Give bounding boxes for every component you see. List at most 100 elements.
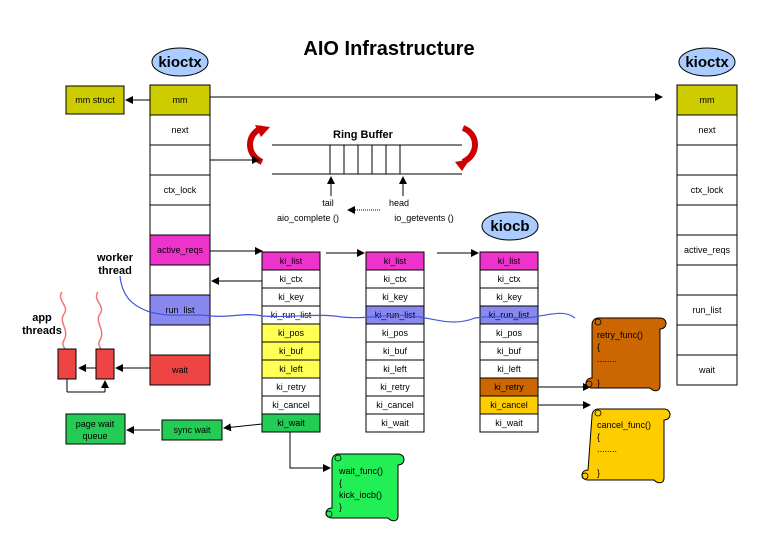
kiocb1-field-ki-run-list: ki_run_list xyxy=(271,310,312,320)
kiwait-to-waitfunc-arrow xyxy=(289,432,331,472)
ring-left-arrowhead xyxy=(255,125,270,137)
kioctx-right-cell-9 xyxy=(676,354,738,386)
kiocb3-field-ki-left: ki_left xyxy=(497,364,521,374)
kioctx-right-cell-0 xyxy=(676,84,738,116)
kiocb3-cell-9 xyxy=(479,413,539,433)
kiocb3-field-ki-pos: ki_pos xyxy=(496,328,523,338)
kiocb3-field-ki-list: ki_list xyxy=(498,256,521,266)
kiocb3-field-ki-wait: ki_wait xyxy=(495,418,523,428)
kiocb1-field-ki-left: ki_left xyxy=(279,364,303,374)
kiwait-to-sync-arrow xyxy=(223,423,263,432)
kiocb1-field-ki-buf: ki_buf xyxy=(279,346,304,356)
app-threads-label-line2: threads xyxy=(22,325,62,337)
kiocb2-field-ki-buf: ki_buf xyxy=(383,346,408,356)
kiocb2-field-ki-key: ki_key xyxy=(382,292,408,302)
ring-buffer-slots xyxy=(329,144,401,175)
kiocb3-field-ki-ctx: ki_ctx xyxy=(497,274,521,284)
kioctx-right-field-wait: wait xyxy=(698,365,716,375)
kioctx-left-cell-7 xyxy=(149,294,211,326)
page-wait-queue-line2: queue xyxy=(82,431,107,441)
kiocb-struct-2: ki_listki_ctxki_keyki_run_listki_poski_b… xyxy=(365,251,425,433)
kiocb1-field-ki-retry: ki_retry xyxy=(276,382,306,392)
worker-label-line1: worker xyxy=(96,252,134,264)
page-wait-queue-line1: page wait xyxy=(76,419,115,429)
kiocb2-field-ki-cancel: ki_cancel xyxy=(376,400,414,410)
kiocb2-field-ki-pos: ki_pos xyxy=(382,328,409,338)
kioctx-left-cell-2 xyxy=(149,144,211,176)
mm-struct-box: mm struct xyxy=(65,85,125,115)
kioctx-left-cell-1 xyxy=(149,114,211,146)
retry-func-scroll: retry_func() { ........ } xyxy=(585,317,667,392)
kiocb-struct-1: ki_list ki_ctx ki_key ki_run_list ki_pos ki_b… xyxy=(261,251,321,433)
kiocb1-cell-9 xyxy=(261,413,321,433)
kiocb2-field-ki-ctx: ki_ctx xyxy=(383,274,407,284)
worker-thread-line xyxy=(119,275,576,323)
kioctx-left-header: kioctx xyxy=(151,47,209,77)
kiocb1-field-ki-list: ki_list xyxy=(280,256,303,266)
kiocb-struct-3: ki_list ki_ctx ki_key ki_run_list ki_pos ki_b… xyxy=(479,251,539,433)
cancel-func-line2: { xyxy=(597,432,600,442)
ring-buffer-label: Ring Buffer xyxy=(333,129,394,141)
kiocb2-field-ki-wait: ki_wait xyxy=(381,418,409,428)
app-threads-label-line1: app xyxy=(32,312,52,324)
kiocb3-field-ki-buf: ki_buf xyxy=(497,346,522,356)
cancel-func-line4: } xyxy=(597,468,600,478)
kioctx-left-field-next: next xyxy=(171,125,189,135)
app-thread-2-line xyxy=(95,291,104,356)
wait-func-line2: { xyxy=(339,478,342,488)
kiocb1-field-ki-cancel: ki_cancel xyxy=(272,400,310,410)
wait-func-line3: kick_iocb() xyxy=(339,490,382,500)
sync-wait-box: sync wait xyxy=(161,419,223,441)
kioctx-left-cell-9 xyxy=(149,354,211,386)
kioctx-right-cell-1 xyxy=(676,114,738,146)
kioctx-left-cell-8 xyxy=(149,324,211,356)
cancel-func-line3: ........ xyxy=(597,444,617,454)
kioctx-left-field-mm: mm xyxy=(173,95,188,105)
retry-func-line4: } xyxy=(597,378,600,388)
kioctx-right-field-run-list: run_list xyxy=(692,305,722,315)
kioctx-right-header: kioctx xyxy=(678,47,736,77)
kioctx-right-field-active-reqs: active_reqs xyxy=(684,245,731,255)
kiocb3-field-ki-cancel: ki_cancel xyxy=(490,400,528,410)
worker-label-line2: thread xyxy=(98,265,132,277)
kiocb3-field-ki-key: ki_key xyxy=(496,292,522,302)
kioctx-right-cell-4 xyxy=(676,204,738,236)
cancel-func-scroll: cancel_func() { ........ } xyxy=(581,408,671,484)
app-thread-1-block xyxy=(57,348,77,380)
kiocb1-field-ki-pos: ki_pos xyxy=(278,328,305,338)
kioctx-right-cell-2 xyxy=(676,144,738,176)
head-func-label: io_getevents () xyxy=(394,213,454,223)
app-thread-1-line xyxy=(59,291,68,356)
diagram-title: AIO Infrastructure xyxy=(303,38,474,60)
kioctx-right-field-next: next xyxy=(698,125,716,135)
kioctx-left-cell-6 xyxy=(149,264,211,296)
kiocb1-field-ki-key: ki_key xyxy=(278,292,304,302)
kioctx-left-field-wait: wait xyxy=(171,365,189,375)
sync-wait-label: sync wait xyxy=(173,425,211,435)
kioctx-right-cell-5 xyxy=(676,234,738,266)
tail-func-label: aio_complete () xyxy=(277,213,339,223)
kiocb3-field-ki-retry: ki_retry xyxy=(494,382,524,392)
kiocb2-cell-9 xyxy=(365,413,425,433)
wait-func-line1: wait_func() xyxy=(338,466,383,476)
kiocb1-field-ki-wait: ki_wait xyxy=(277,418,305,428)
kioctx-right-field-mm: mm xyxy=(700,95,715,105)
cancel-func-line1: cancel_func() xyxy=(597,420,651,430)
retry-func-line2: { xyxy=(597,342,600,352)
kioctx-right-label: kioctx xyxy=(685,54,729,71)
kioctx-left-label: kioctx xyxy=(158,54,202,71)
kioctx-left-cell-3 xyxy=(149,174,211,206)
wait-func-line4: } xyxy=(339,502,342,512)
app-thread-2-block xyxy=(95,348,115,380)
kioctx-left-cell-4 xyxy=(149,204,211,236)
kiocb1-field-ki-ctx: ki_ctx xyxy=(279,274,303,284)
kiocb-label: kiocb xyxy=(490,218,529,235)
retry-func-line1: retry_func() xyxy=(597,330,643,340)
kiocb3-field-ki-run-list: ki_run_list xyxy=(489,310,530,320)
kiocb2-field-ki-left: ki_left xyxy=(383,364,407,374)
kioctx-right-cell-6 xyxy=(676,264,738,296)
head-label: head xyxy=(389,198,409,208)
